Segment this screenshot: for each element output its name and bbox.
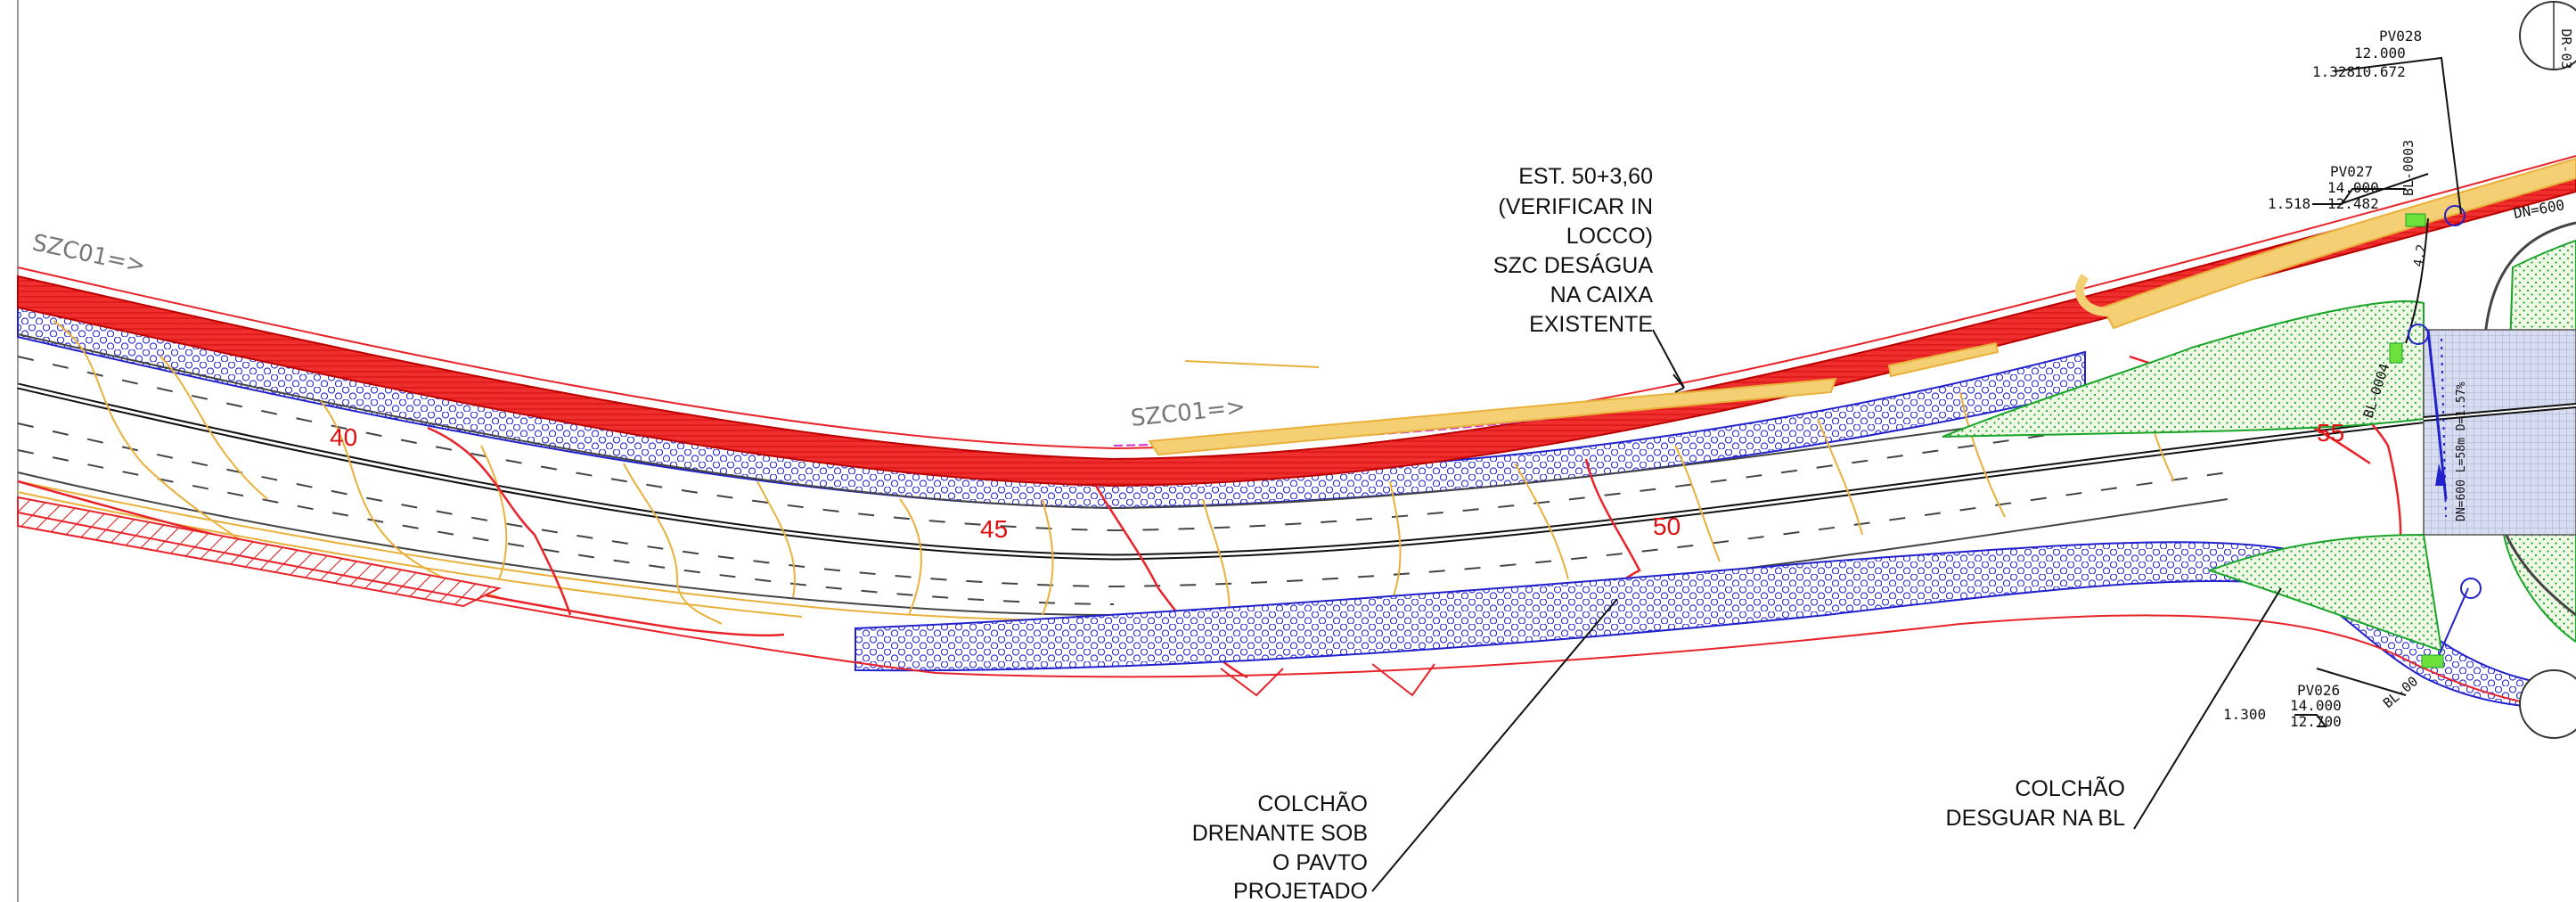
sidewalk-strip-1 — [1148, 377, 1837, 456]
note-est-line-2: (VERIFICAR IN — [1498, 194, 1653, 219]
note-est: EST. 50+3,60 (VERIFICAR IN LOCCO) SZC DE… — [1493, 164, 1654, 337]
green-island-north — [1942, 300, 2425, 438]
pipe-label-bl0003: BL-0003 — [2400, 140, 2417, 196]
pv026-label: PV026 14.000 12.700 1.300 — [2223, 682, 2342, 730]
note-colchao-drenante-line-1: COLCHÃO — [1257, 791, 1368, 816]
pv026-top: 14.000 — [2290, 697, 2342, 714]
sheet-ref-circle-bottom — [2519, 669, 2576, 739]
note-colchao-bl: COLCHÃO DESGUAR NA BL — [1946, 775, 2126, 831]
station-50: 50 — [1653, 512, 1681, 540]
pv028-top: 12.000 — [2354, 45, 2406, 62]
flow-arrow — [2435, 463, 2446, 486]
north-pavement-band — [17, 163, 2576, 488]
pipe-label-bl0005: BL-00 — [2380, 673, 2421, 711]
cross-road-centerline-w — [2423, 405, 2576, 420]
pipe-to-pv026 — [2436, 587, 2469, 660]
pv026-name: PV026 — [2297, 682, 2340, 699]
inlet-green-2 — [2389, 342, 2403, 364]
sidewalk-curve — [2075, 274, 2108, 316]
note-colchao-drenante: COLCHÃO DRENANTE SOB O PAVTO PROJETADO — [1192, 791, 1368, 902]
note-est-line-1: EST. 50+3,60 — [1518, 164, 1653, 189]
lane-dash-lower2 — [17, 449, 1115, 605]
lane-dash-lower — [17, 422, 2228, 588]
pv027-depth: 1.518 — [2268, 195, 2310, 212]
pv028-label: PV028 12.000 10.672 1.328 — [2312, 28, 2422, 80]
sheet-ref-label: DR-03 — [2558, 29, 2574, 69]
sidewalk-strip-2 — [1887, 341, 1999, 378]
south-outer-edge — [17, 512, 2576, 709]
note-colchao-bl-line-2: DESGUAR NA BL — [1946, 806, 2126, 831]
contour-lines — [17, 320, 2175, 625]
pv028-name: PV028 — [2379, 28, 2422, 45]
pv028-bottom: 10.672 — [2354, 63, 2406, 80]
note-est-line-4: SZC DESÁGUA — [1493, 252, 1654, 278]
note-est-line-5: NA CAIXA — [1550, 283, 1654, 308]
note-colchao-drenante-line-3: O PAVTO — [1272, 850, 1368, 875]
pv026-depth: 1.300 — [2223, 706, 2266, 723]
pipe-label-slope: 4.2 — [2411, 243, 2429, 268]
station-45: 45 — [980, 515, 1008, 543]
pv028-manhole — [2444, 205, 2466, 226]
inlet-green-3 — [2421, 654, 2444, 668]
pv027-manhole — [2408, 324, 2429, 345]
station-55: 55 — [2317, 419, 2344, 447]
centerline-white — [17, 384, 2576, 559]
pv026-manhole — [2460, 578, 2482, 599]
south-slope-hatch — [17, 496, 503, 608]
leader-lines — [1371, 56, 2462, 892]
pipe-dn600 — [2426, 329, 2448, 500]
pv026-bottom: 12.700 — [2290, 713, 2342, 730]
cross-road-pavement — [2423, 329, 2576, 536]
station-40: 40 — [330, 423, 357, 451]
pv027-bottom: 12.482 — [2327, 195, 2379, 212]
inlet-green-1 — [2405, 213, 2426, 227]
pv027-name: PV027 — [2330, 163, 2373, 180]
note-est-line-6: EXISTENTE — [1529, 312, 1653, 337]
szc-label-center: SZC01=> — [1130, 394, 1247, 432]
note-colchao-drenante-line-4: PROJETADO — [1233, 879, 1368, 902]
pipe-label-dn-vertical: DN=600 L=58m D=1.57% — [2455, 381, 2468, 521]
note-colchao-drenante-line-2: DRENANTE SOB — [1192, 821, 1368, 846]
pv028-depth: 1.328 — [2312, 63, 2355, 80]
pv027-top: 14.000 — [2327, 179, 2379, 196]
note-est-line-3: LOCCO) — [1566, 224, 1653, 249]
sidewalk-line-a — [1184, 360, 1320, 368]
sidewalk-strip-3 — [2101, 157, 2576, 330]
szc-label-left: SZC01=> — [30, 230, 149, 280]
note-colchao-bl-line-1: COLCHÃO — [2015, 775, 2125, 801]
pv027-label: PV027 14.000 12.482 1.518 — [2268, 163, 2379, 212]
pipe-ladder — [2441, 338, 2447, 518]
south-notch — [1220, 663, 1435, 697]
